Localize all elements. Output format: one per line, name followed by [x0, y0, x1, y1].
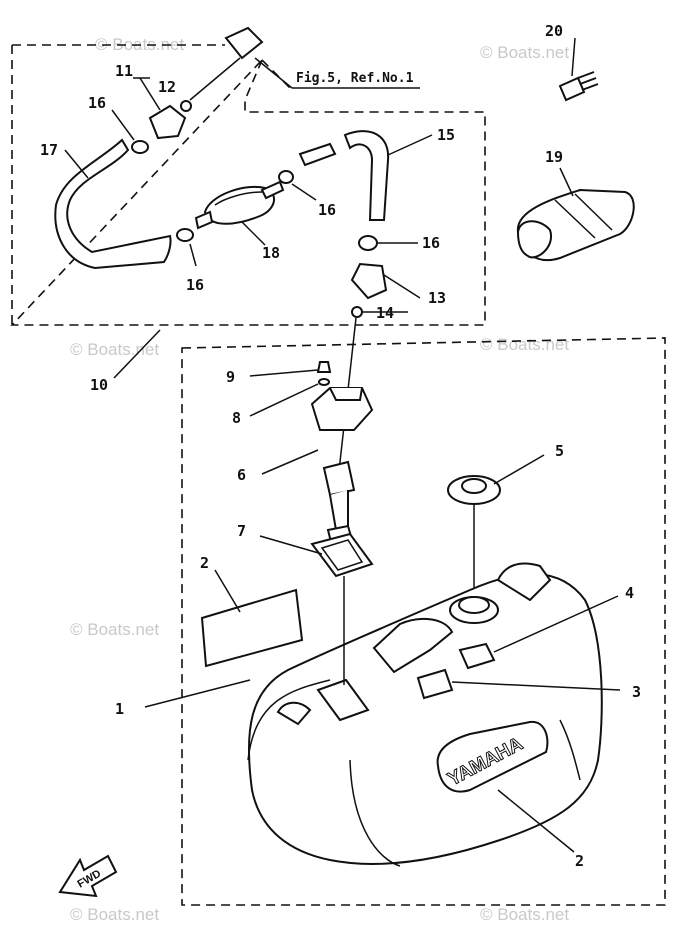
- watermark: © Boats.net: [70, 905, 159, 924]
- part-5-fuel-cap: [447, 454, 545, 600]
- figure-reference-text: Fig.5, Ref.No.1: [296, 71, 414, 86]
- label-part-4: 4: [625, 584, 634, 602]
- watermark: © Boats.net: [480, 905, 569, 924]
- label-part-16: 16: [88, 94, 106, 112]
- label-part-14: 14: [376, 304, 394, 322]
- part-18-primer-bulb: [194, 180, 285, 246]
- part-9-screw: [249, 361, 332, 377]
- hose-kit-boundary: [10, 44, 486, 326]
- part-labels: 1 2 2 3 4 5 6 7 8 9 10 11 12 13 14 15 16…: [40, 22, 641, 870]
- part-3-label: [416, 668, 621, 700]
- tank-assembly-boundary: [181, 337, 666, 906]
- label-part-2: 2: [200, 554, 209, 572]
- label-part-16: 16: [422, 234, 440, 252]
- label-part-17: 17: [40, 141, 58, 159]
- label-part-19: 19: [545, 148, 563, 166]
- label-part-8: 8: [232, 409, 241, 427]
- part-13-joint: [350, 262, 421, 318]
- part-17-hose: [54, 138, 172, 270]
- part-1-fuel-tank: YAMAHA: [144, 562, 603, 867]
- watermark: © Boats.net: [70, 620, 159, 639]
- label-part-5: 5: [555, 442, 564, 460]
- label-part-18: 18: [262, 244, 280, 262]
- label-part-20: 20: [545, 22, 563, 40]
- part-7-gasket: [259, 532, 374, 578]
- part-12-connector: [133, 77, 192, 140]
- label-part-12: 12: [158, 78, 176, 96]
- part-15-hose: [298, 130, 433, 221]
- part-20-screw: [558, 37, 599, 102]
- part-6-fuel-gauge: [261, 387, 374, 548]
- label-part-10: 10: [90, 376, 108, 394]
- label-part-9: 9: [226, 368, 235, 386]
- label-part-16: 16: [186, 276, 204, 294]
- part-10-leader: [113, 329, 161, 379]
- label-part-13: 13: [428, 289, 446, 307]
- part-4-label: [458, 595, 619, 670]
- part-16-clips: [111, 109, 418, 267]
- watermark: © Boats.net: [480, 43, 569, 62]
- label-part-15: 15: [437, 126, 455, 144]
- figure-reference: Fig.5, Ref.No.1: [254, 57, 420, 89]
- fuel-connector-fitting: [189, 26, 264, 101]
- part-8-washer: [249, 378, 330, 417]
- fwd-arrow-icon: FWD: [58, 854, 118, 898]
- label-part-1: 1: [115, 700, 124, 718]
- part-19-cover: [516, 167, 635, 262]
- label-part-7: 7: [237, 522, 246, 540]
- label-part-16: 16: [318, 201, 336, 219]
- label-part-2: 2: [575, 852, 584, 870]
- label-part-3: 3: [632, 683, 641, 701]
- watermark: © Boats.net: [70, 340, 159, 359]
- label-part-6: 6: [237, 466, 246, 484]
- label-part-11: 11: [115, 62, 133, 80]
- watermark: © Boats.net: [480, 335, 569, 354]
- part-2-label: [200, 569, 575, 853]
